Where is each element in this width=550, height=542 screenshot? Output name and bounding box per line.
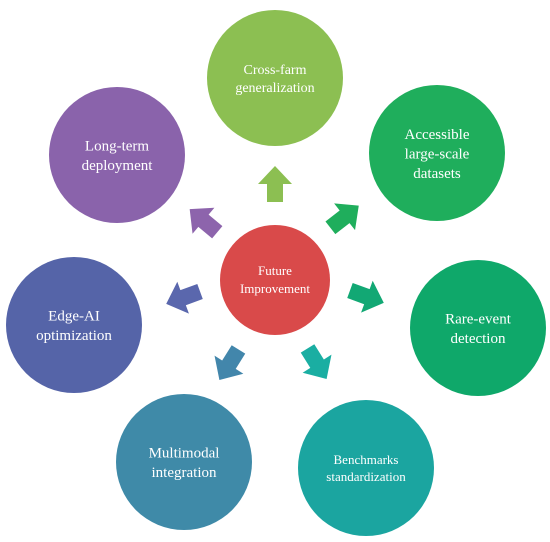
edge-ai-node: Edge-AI optimization xyxy=(6,257,142,393)
accessible-datasets-arrow xyxy=(325,203,359,235)
cross-farm-label-line-2: generalization xyxy=(235,81,314,96)
accessible-datasets-node: Accessible large-scale datasets xyxy=(369,85,505,221)
rare-event-node: Rare-event detection xyxy=(410,260,546,396)
cross-farm-label-line-1: Cross-farm xyxy=(244,63,307,78)
multimodal-label-line-2: integration xyxy=(152,465,217,481)
multimodal-arrow xyxy=(214,345,246,380)
edge-ai-arrow xyxy=(166,281,203,314)
multimodal-circle xyxy=(116,394,252,530)
center-label-line-2: Improvement xyxy=(240,281,310,296)
rare-event-label-line-2: detection xyxy=(451,331,506,347)
long-term-arrow xyxy=(189,207,223,239)
center-node: Future Improvement xyxy=(220,225,330,335)
benchmarks-label-line-2: standardization xyxy=(326,469,406,484)
rare-event-label-line-1: Rare-event xyxy=(445,312,512,328)
benchmarks-arrow xyxy=(300,344,332,379)
accessible-datasets-circle xyxy=(369,85,505,221)
long-term-label-line-1: Long-term xyxy=(85,139,149,155)
multimodal-node: Multimodal integration xyxy=(116,394,252,530)
arrows-layer xyxy=(166,166,384,380)
benchmarks-circle xyxy=(298,400,434,536)
edge-ai-circle xyxy=(6,257,142,393)
center-label-line-1: Future xyxy=(258,263,292,278)
multimodal-label-line-1: Multimodal xyxy=(149,446,220,462)
accessible-datasets-label-line-1: Accessible xyxy=(405,127,470,143)
cross-farm-arrow xyxy=(258,166,292,202)
rare-event-arrow xyxy=(347,280,384,313)
long-term-circle xyxy=(49,87,185,223)
accessible-datasets-label-line-2: large-scale xyxy=(405,146,470,162)
accessible-datasets-label-line-3: datasets xyxy=(413,166,461,182)
benchmarks-node: Benchmarks standardization xyxy=(298,400,434,536)
edge-ai-label-line-1: Edge-AI xyxy=(48,309,100,325)
rare-event-circle xyxy=(410,260,546,396)
edge-ai-label-line-2: optimization xyxy=(36,328,112,344)
cross-farm-circle xyxy=(207,10,343,146)
benchmarks-label-line-1: Benchmarks xyxy=(334,452,399,467)
long-term-node: Long-term deployment xyxy=(49,87,185,223)
long-term-label-line-2: deployment xyxy=(82,158,154,174)
center-circle xyxy=(220,225,330,335)
cross-farm-node: Cross-farm generalization xyxy=(207,10,343,146)
